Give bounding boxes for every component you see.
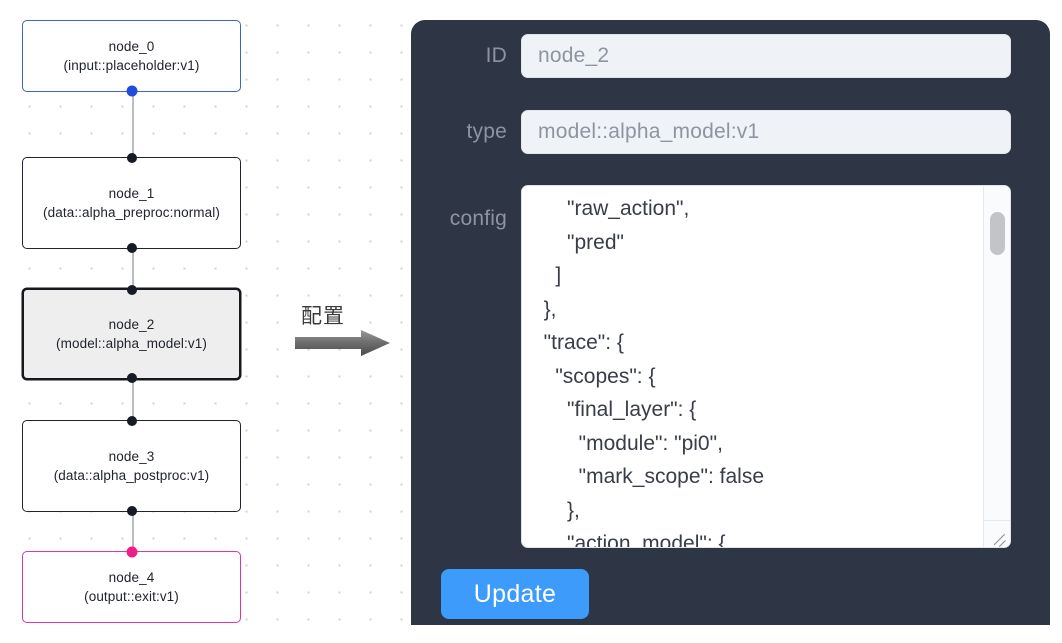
edge-node_1-node_2[interactable] [131, 249, 134, 288]
right-arrow-icon [295, 330, 390, 356]
graph-node-node_1[interactable]: node_1 (data::alpha_preproc:normal) [22, 153, 241, 253]
node-handle-source[interactable] [126, 373, 137, 383]
type-input[interactable]: model::alpha_model:v1 [521, 110, 1011, 154]
id-input[interactable]: node_2 [521, 34, 1011, 78]
graph-node-label: node_3 (data::alpha_postproc:v1) [53, 449, 210, 483]
node-handle-target[interactable] [126, 285, 137, 295]
config-textarea[interactable]: "raw_action", "pred" ] }, "trace": { "sc… [521, 185, 1011, 548]
node-handle-target[interactable] [126, 546, 137, 558]
edge-node_3-node_4[interactable] [131, 512, 134, 551]
type-field-row: type model::alpha_model:v1 [411, 110, 1050, 154]
config-field-row: config "raw_action", "pred" ] }, "trace"… [411, 185, 1011, 548]
type-label: type [466, 120, 507, 143]
id-field-row: ID node_2 [411, 34, 1050, 78]
node-handle-target[interactable] [126, 153, 137, 163]
annotation-label: 配置 [301, 304, 345, 328]
node-handle-source[interactable] [126, 85, 137, 97]
resize-handle-icon[interactable] [983, 520, 1010, 547]
graph-node-label: node_0 (input::placeholder:v1) [63, 39, 200, 73]
graph-node-label: node_2 (model::alpha_model:v1) [56, 317, 207, 351]
annotation-arrow-group: 配置 [295, 300, 395, 360]
graph-node-node_3[interactable]: node_3 (data::alpha_postproc:v1) [22, 416, 241, 516]
config-scrollbar-thumb[interactable] [990, 212, 1005, 255]
graph-node-node_0[interactable]: node_0 (input::placeholder:v1) [22, 20, 241, 97]
graph-canvas[interactable]: node_0 (input::placeholder:v1) node_1 (d… [0, 0, 410, 643]
edge-node_0-node_1[interactable] [131, 92, 134, 157]
graph-node-label: node_1 (data::alpha_preproc:normal) [43, 186, 220, 220]
id-label: ID [485, 44, 507, 67]
graph-node-node_4[interactable]: node_4 (output::exit:v1) [22, 546, 241, 623]
config-label: config [449, 207, 507, 230]
node-handle-source[interactable] [126, 243, 137, 253]
graph-node-label: node_4 (output::exit:v1) [84, 570, 179, 604]
edge-node_2-node_3[interactable] [131, 380, 134, 420]
config-textarea-content[interactable]: "raw_action", "pred" ] }, "trace": { "sc… [543, 197, 764, 547]
node-handle-target[interactable] [126, 416, 137, 426]
node-inspector-panel: ID node_2 type model::alpha_model:v1 con… [411, 20, 1050, 625]
graph-node-node_2[interactable]: node_2 (model::alpha_model:v1) [22, 285, 241, 383]
config-scrollbar[interactable] [983, 186, 1010, 547]
node-handle-source[interactable] [126, 506, 137, 516]
update-button[interactable]: Update [441, 569, 589, 619]
